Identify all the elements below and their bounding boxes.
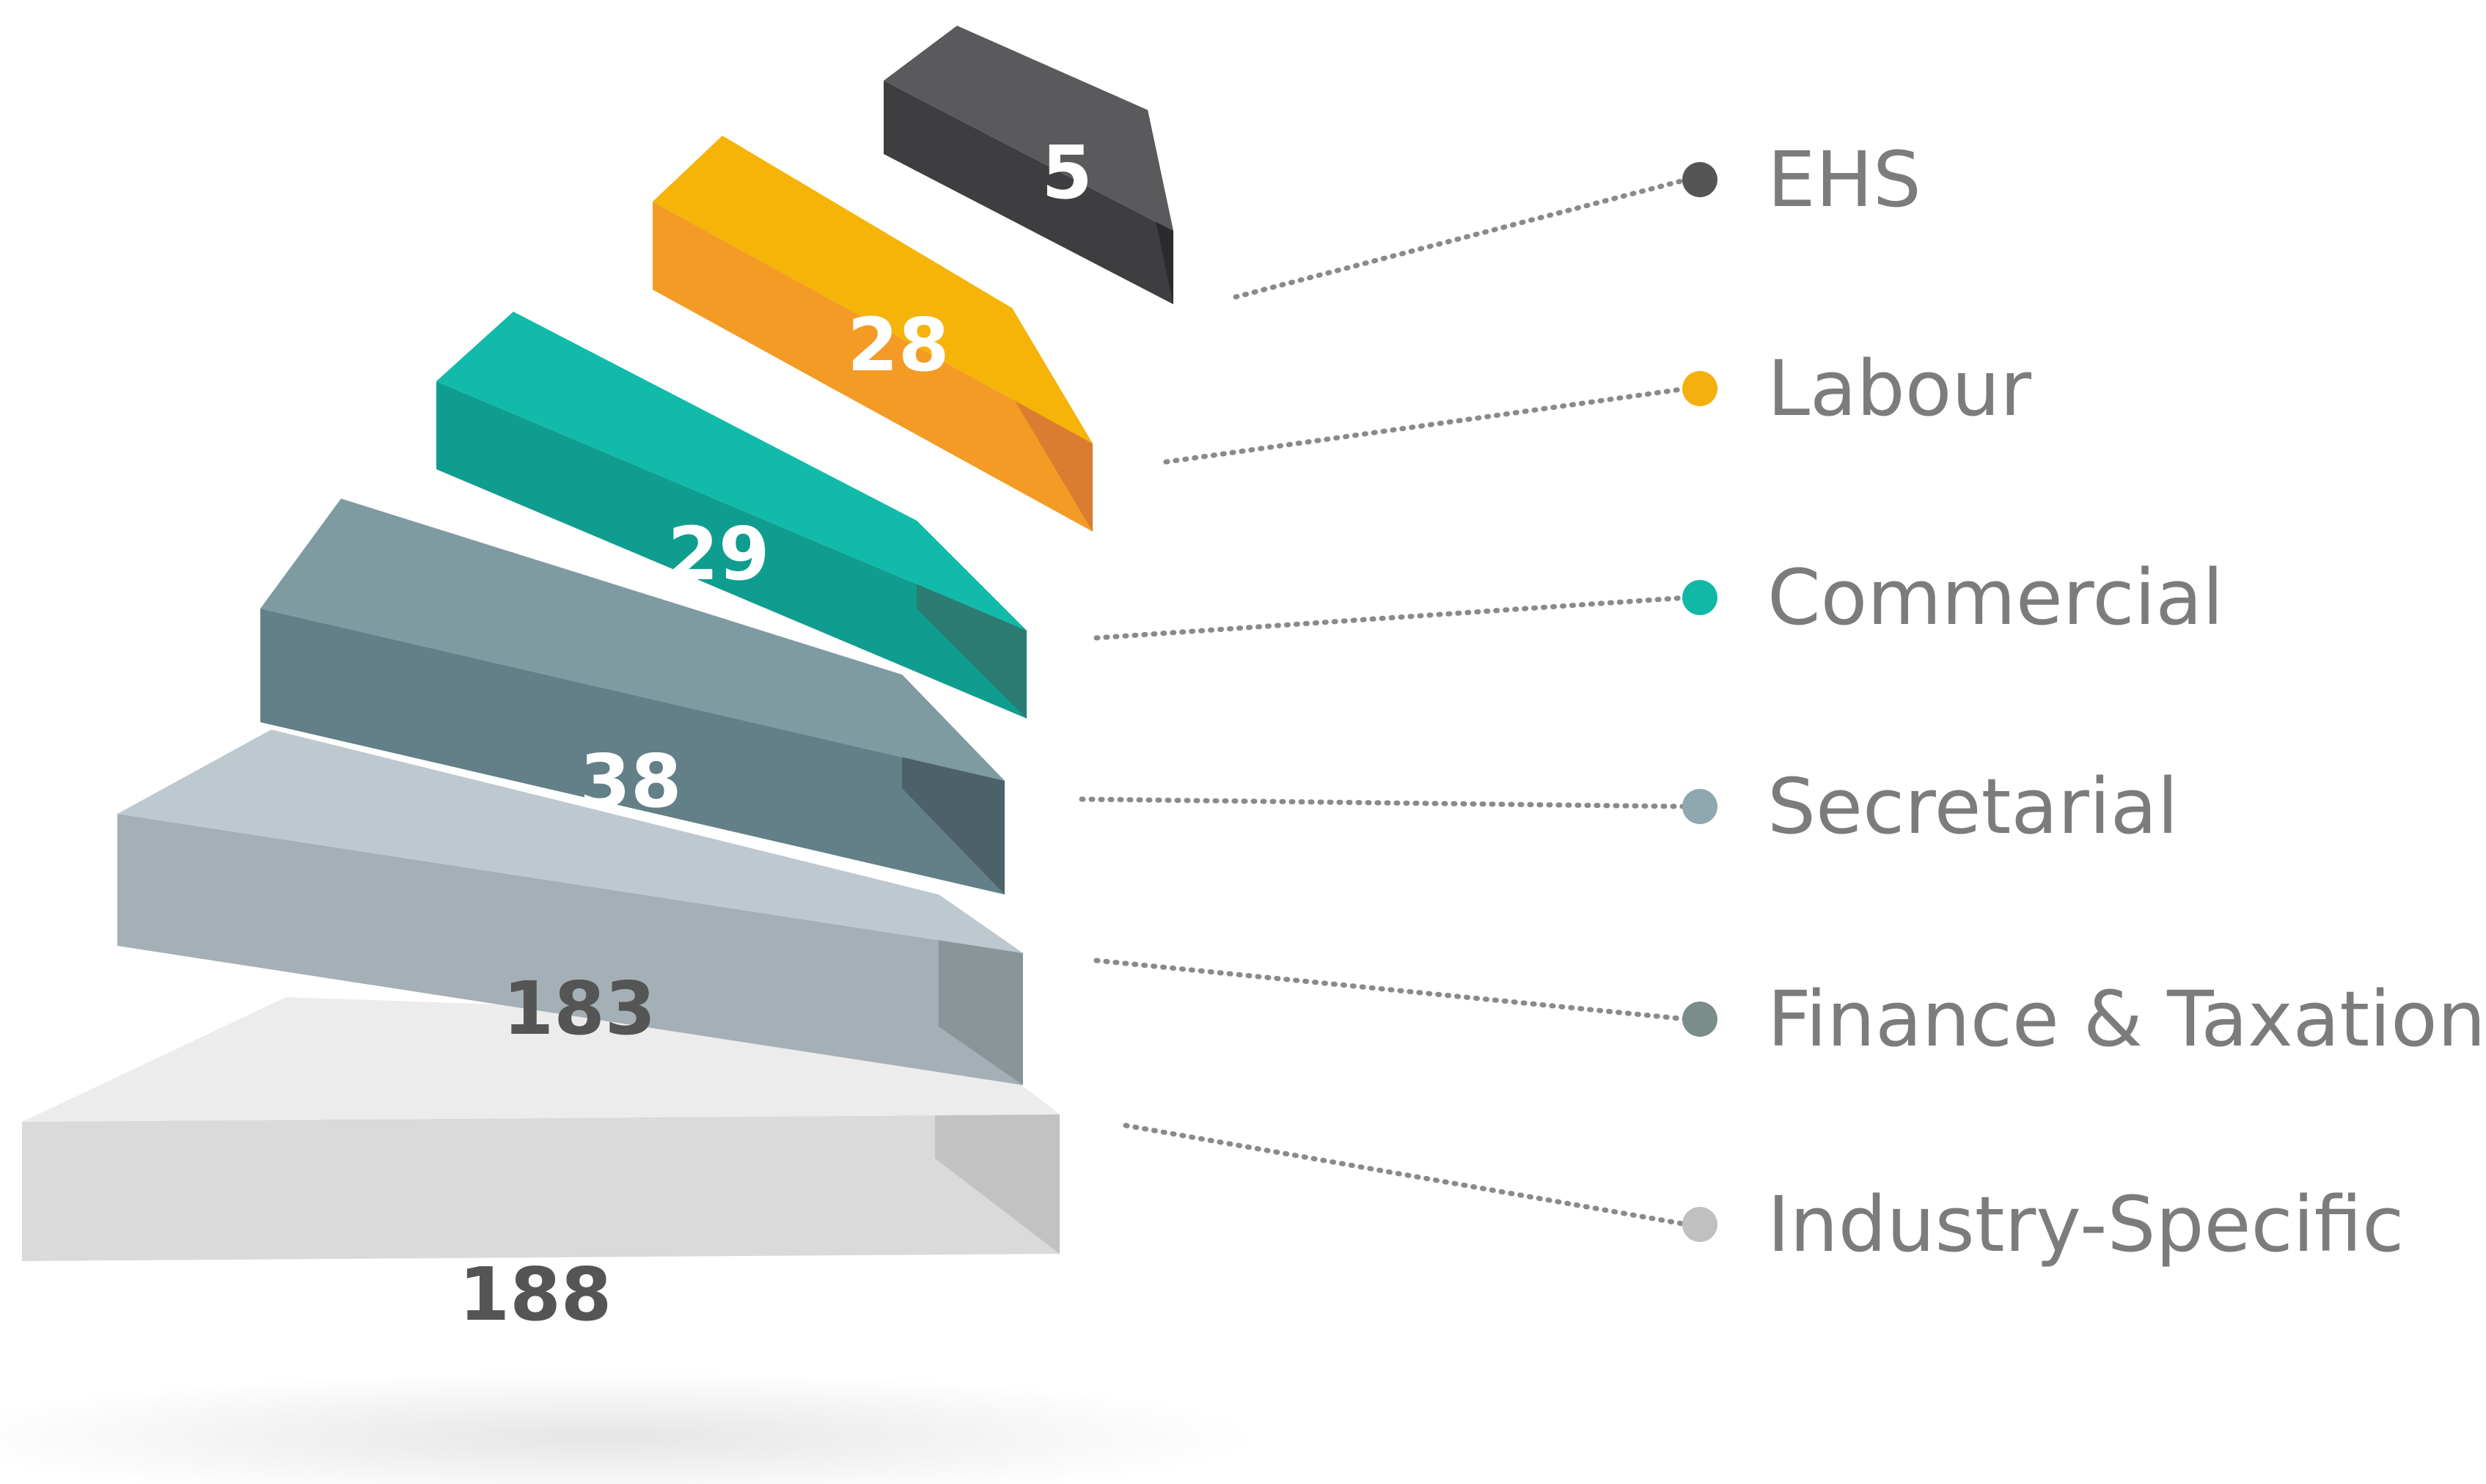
floor-shadow [0, 1371, 1261, 1484]
slab-industry-specific: 188 [22, 997, 1060, 1337]
legend-label: Industry-Specific [1767, 1180, 2404, 1269]
legend-dot [1682, 1002, 1717, 1037]
slab-finance-taxation: 183 [117, 730, 1023, 1085]
slab-value: 5 [1041, 130, 1093, 216]
legend-dot [1682, 162, 1717, 197]
slab-top-face [117, 730, 1023, 953]
legend-dot [1682, 371, 1717, 406]
slab-secretarial: 38 [260, 499, 1005, 895]
slab-value: 29 [667, 511, 769, 597]
slab-left-face [884, 81, 1173, 304]
legend-label: Finance & Taxation [1767, 974, 2486, 1064]
legend-label: Commercial [1767, 553, 2223, 642]
connector-lines [1079, 177, 1690, 1227]
slab-top-face [884, 26, 1173, 231]
slab-value: 28 [847, 302, 949, 388]
slab-value: 183 [503, 966, 656, 1051]
connector-line [1163, 386, 1690, 465]
legend-dot [1682, 580, 1717, 615]
connector-line [1233, 177, 1690, 300]
slab-top-face [653, 136, 1093, 444]
connector-line [1123, 1123, 1690, 1227]
slab-commercial: 29 [436, 312, 1027, 719]
slab-left-face [436, 381, 1027, 719]
legend-label: EHS [1767, 135, 1921, 224]
slab-left-face [22, 1114, 1060, 1261]
slab-ehs: 5 [884, 26, 1173, 304]
slab-left-face [653, 202, 1093, 532]
slab-left-face [260, 609, 1005, 895]
slab-labour: 28 [653, 136, 1093, 532]
slab-top-face [260, 499, 1005, 781]
connector-line [1079, 796, 1690, 809]
slab-left-face [117, 814, 1023, 1085]
legend-dot [1682, 1207, 1717, 1242]
legend-label: Labour [1767, 344, 2031, 433]
slab-value: 188 [459, 1252, 612, 1337]
slab-value: 38 [579, 738, 681, 824]
slab-top-face [436, 312, 1027, 631]
connector-line [1093, 958, 1690, 1022]
legend-dot [1682, 789, 1717, 824]
slab-stack: 188 183 38 29 28 5 [22, 26, 1173, 1337]
connector-line [1093, 595, 1690, 641]
legend-label: Secretarial [1767, 762, 2178, 851]
